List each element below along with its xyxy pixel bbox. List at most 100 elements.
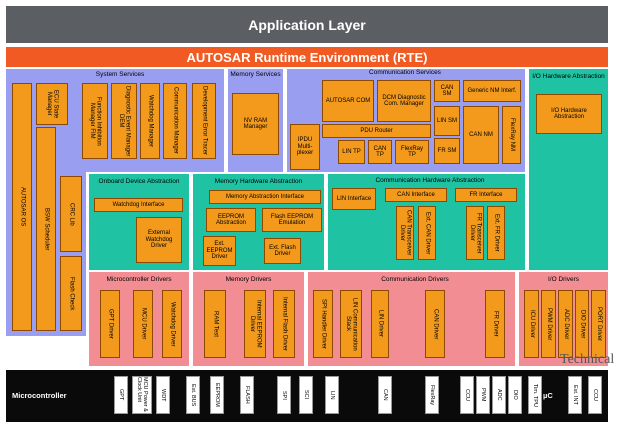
- chip-tim-tpu-label: Tim. TPU: [532, 383, 538, 407]
- chip-eeprom-label: EEPROM: [214, 383, 220, 407]
- onboard-device-abstraction-title: Onboard Device Abstraction: [98, 178, 180, 185]
- port-driver-label: PORT Driver: [595, 306, 602, 342]
- can-driver: CAN Driver: [425, 290, 445, 358]
- flexray-nm: FlexRay NM: [502, 106, 521, 164]
- can-driver-label: CAN Driver: [432, 308, 439, 340]
- bsw-scheduler: BSW Scheduler: [36, 127, 56, 331]
- can-interface: CAN Interface: [385, 188, 447, 202]
- chip-eeprom: EEPROM: [210, 376, 224, 414]
- chip-dio: DIO: [508, 376, 522, 414]
- autosar-os: AUTOSAR OS: [12, 83, 32, 331]
- chip-gpt: GPT: [114, 376, 128, 414]
- ipdu-multiplexer: IPDU Multi- plexer: [290, 124, 320, 170]
- flexray-tp: FlexRay TP: [395, 140, 429, 164]
- internal-flash-driver: Internal Flash Driver: [273, 290, 295, 358]
- ecu-state-manager: ECU State Manager: [36, 83, 68, 125]
- lin-interface: LIN Interface: [332, 188, 376, 210]
- dio-driver: DIO Driver: [575, 290, 589, 358]
- nvram-manager: NV RAM Manager: [232, 93, 279, 155]
- fr-transceiver-driver: FR Transceiver Driver: [466, 206, 484, 260]
- chip-mcu: MCU Power & Clock Unit: [132, 376, 152, 414]
- external-watchdog-driver: External Watchdog Driver: [136, 217, 182, 263]
- chip-pwm-label: PWM: [480, 388, 486, 402]
- crc-lib-label: CRC Lib: [68, 202, 75, 226]
- ext-can-driver: Ext. CAN Driver: [418, 206, 436, 260]
- pwm-driver: PWM Driver: [541, 290, 556, 358]
- ext-flash-driver: Ext. Flash Driver: [264, 238, 301, 264]
- system-services-title: System Services: [95, 71, 145, 78]
- gpt-driver: GPT Driver: [100, 290, 120, 358]
- chip-dio-label: DIO: [512, 390, 518, 400]
- chip-adc-label: ADC: [496, 389, 502, 401]
- chip-flexray: FlexRay: [425, 376, 439, 414]
- autosar-os-label: AUTOSAR OS: [19, 187, 26, 227]
- chip-flash-label: FLASH: [244, 386, 250, 404]
- chip-wdt: WDT: [156, 376, 170, 414]
- mcu-driver-label: MCU Driver: [140, 308, 147, 340]
- io-hw-abstraction-title: I/O Hardware Abstraction: [532, 73, 605, 80]
- spi-handler-driver: SPI Handler Driver: [313, 290, 333, 358]
- fr-sm: FR SM: [434, 138, 460, 164]
- chip-ccu-2: CCU: [588, 376, 602, 414]
- eeprom-abstraction: EEPROM Abstraction: [206, 208, 256, 232]
- chip-spi: SPI: [277, 376, 291, 414]
- flash-eeprom-emulation: Flash EEPROM Emulation: [262, 208, 322, 232]
- generic-nm: Generic NM Interf.: [463, 80, 521, 102]
- ext-eeprom-driver: Ext. EEPROM Driver: [203, 236, 236, 266]
- lin-sm: LIN SM: [434, 106, 460, 136]
- chip-ext-int-label: Ext. INT: [572, 385, 578, 405]
- ecu-state-manager-label: ECU State Manager: [46, 89, 59, 119]
- lin-driver: LIN Driver: [371, 290, 389, 358]
- function-inhibition-manager: Function Inhibition Manager FIM: [82, 83, 108, 159]
- lin-tp: LIN TP: [338, 140, 365, 164]
- dio-driver-label: DIO Driver: [579, 309, 586, 339]
- can-transceiver-driver-label: CAN Transceiver Driver: [399, 210, 412, 256]
- icu-driver: ICU Driver: [524, 290, 539, 358]
- microcontroller-drivers-title: Microcontroller Drivers: [106, 276, 172, 283]
- memory-services-title: Memory Services: [230, 71, 281, 78]
- ram-test-label: RAM Test: [212, 311, 219, 337]
- flexray-nm-label: FlexRay NM: [508, 118, 515, 152]
- watchdog-manager-label: Watchdog Manager: [147, 94, 154, 148]
- chip-mcu-label: MCU Power & Clock Unit: [136, 377, 148, 412]
- chip-lin: LIN: [325, 376, 339, 414]
- adc-driver: ADC Driver: [558, 290, 573, 358]
- chip-spi-label: SPI: [281, 390, 287, 400]
- can-transceiver-driver: CAN Transceiver Driver: [396, 206, 414, 260]
- adc-driver-label: ADC Driver: [562, 308, 569, 340]
- internal-eeprom-driver: Internal EEPROM Driver: [244, 290, 266, 358]
- diagnostic-event-manager-label: Diagnostic Event Manager DEM: [118, 85, 131, 157]
- crc-lib: CRC Lib: [60, 176, 82, 252]
- communication-manager-label: Communication Manager: [172, 87, 179, 155]
- development-error-tracer: Development Error Tracer: [192, 83, 216, 159]
- watchdog-interface: Watchdog Interface: [94, 198, 183, 212]
- can-nm: CAN NM: [463, 106, 499, 164]
- ram-test: RAM Test: [204, 290, 226, 358]
- watchdog-driver-label: Watchdog Driver: [169, 301, 176, 347]
- flash-check-label: Flash Check: [68, 276, 75, 311]
- lin-communication-stack: LIN Communication Stack: [340, 290, 362, 358]
- memory-hw-abstraction-title: Memory Hardware Abstraction: [214, 178, 303, 185]
- pwm-driver-label: PWM Driver: [545, 307, 552, 341]
- comm-hw-abstraction-title: Communication Hardware Abstraction: [375, 177, 485, 184]
- fr-driver-label: FR Driver: [492, 311, 499, 337]
- io-drivers-title: I/O Drivers: [547, 276, 580, 283]
- chip-sci: SCI: [299, 376, 313, 414]
- chip-ccu-label: CCU: [464, 389, 470, 401]
- chip-pwm: PWM: [476, 376, 490, 414]
- ext-fr-driver-label: Ext. FR Driver: [493, 214, 500, 252]
- chip-ccu-2-label: CCU: [592, 389, 598, 401]
- application-layer: Application Layer: [6, 6, 608, 43]
- memory-abstraction-interface: Memory Abstraction Interface: [209, 190, 321, 204]
- fr-driver: FR Driver: [485, 290, 505, 358]
- chip-tim-tpu: Tim. TPU: [528, 376, 542, 414]
- autosar-com: AUTOSAR COM: [322, 80, 374, 122]
- chip-lin-label: LIN: [329, 390, 335, 400]
- uc-label: µC: [543, 390, 553, 400]
- chip-sci-label: SCI: [303, 390, 309, 400]
- bsw-scheduler-label: BSW Scheduler: [43, 207, 50, 251]
- mcu-driver: MCU Driver: [133, 290, 153, 358]
- lin-communication-stack-label: LIN Communication Stack: [345, 297, 358, 351]
- fr-transceiver-driver-label: FR Transceiver Driver: [469, 212, 482, 254]
- communication-manager: Communication Manager: [163, 83, 187, 159]
